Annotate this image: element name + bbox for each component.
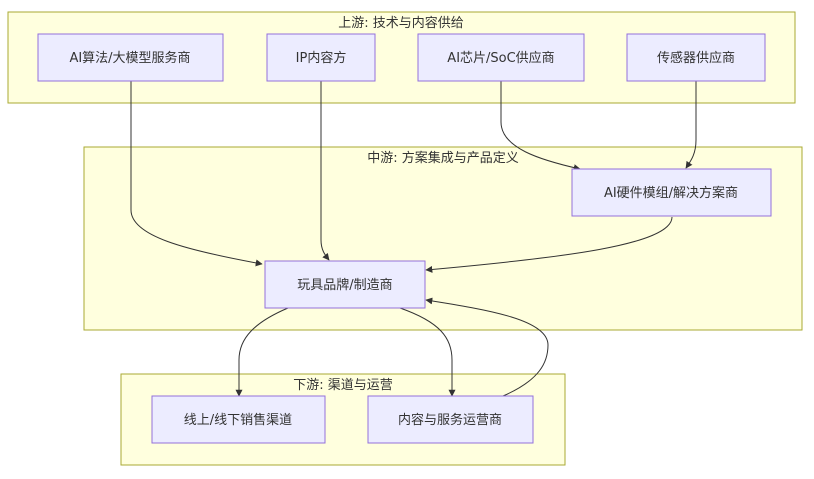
node-ai-algo[interactable]: AI算法/大模型服务商 xyxy=(37,33,224,82)
node-ai-chip[interactable]: AI芯片/SoC供应商 xyxy=(417,33,585,82)
node-ai-algo-label: AI算法/大模型服务商 xyxy=(69,50,190,66)
node-ai-hw-module-label: AI硬件模组/解决方案商 xyxy=(604,185,738,201)
cluster-midstream-label: 中游: 方案集成与产品定义 xyxy=(367,150,519,166)
edge-content-ops-to-toy-brand xyxy=(425,297,549,397)
node-sales-channel-label: 线上/线下销售渠道 xyxy=(184,412,292,428)
node-ip-content-label: IP内容方 xyxy=(296,50,347,66)
node-ai-chip-label: AI芯片/SoC供应商 xyxy=(447,50,554,66)
edge-toy-brand-to-content-ops xyxy=(399,307,456,397)
node-sensor-label: 传感器供应商 xyxy=(657,50,735,66)
edge-ip-content-to-toy-brand xyxy=(320,81,330,261)
edge-ai-chip-to-hw-module xyxy=(500,81,581,172)
node-ai-hw-module[interactable]: AI硬件模组/解决方案商 xyxy=(571,168,772,217)
node-content-ops-label: 内容与服务运营商 xyxy=(398,412,502,428)
cluster-downstream-label: 下游: 渠道与运营 xyxy=(293,378,393,393)
node-toy-brand[interactable]: 玩具品牌/制造商 xyxy=(264,260,426,309)
edge-sensor-to-hw-module xyxy=(685,81,697,169)
edge-hw-module-to-toy-brand xyxy=(425,216,673,273)
node-sensor[interactable]: 传感器供应商 xyxy=(626,33,766,82)
node-toy-brand-label: 玩具品牌/制造商 xyxy=(297,277,392,293)
node-sales-channel[interactable]: 线上/线下销售渠道 xyxy=(151,395,326,444)
edge-ai-algo-to-toy-brand xyxy=(130,81,263,267)
edges xyxy=(130,81,697,397)
cluster-upstream-label: 上游: 技术与内容供给 xyxy=(338,15,464,31)
node-content-ops[interactable]: 内容与服务运营商 xyxy=(367,395,534,444)
node-ip-content[interactable]: IP内容方 xyxy=(266,33,376,82)
edge-toy-brand-to-sales-channel xyxy=(235,307,289,397)
